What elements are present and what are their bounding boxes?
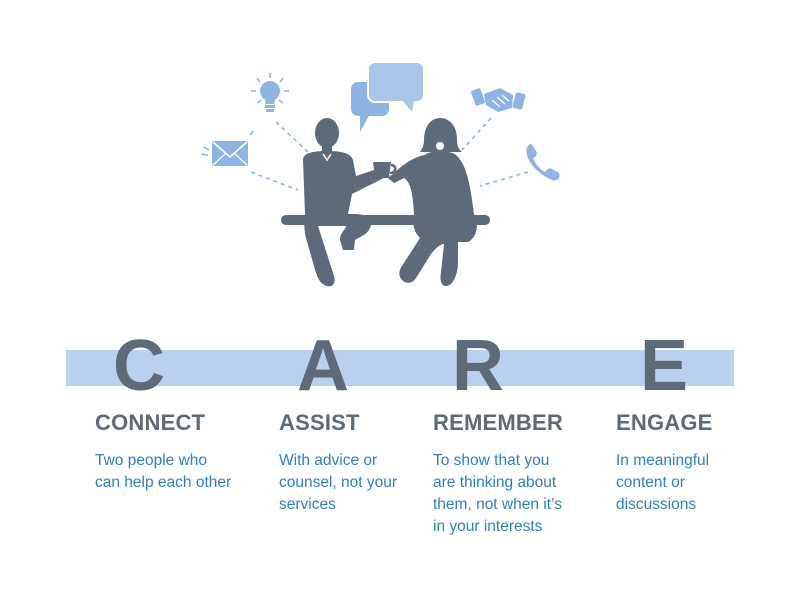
column-title: CONNECT — [95, 410, 206, 435]
care-band — [66, 350, 734, 386]
description-line: content or — [616, 474, 685, 491]
care-letter-c: C — [113, 326, 165, 406]
care-letter-r: R — [452, 326, 504, 406]
column-description: To show that you are thinking about them… — [433, 450, 603, 538]
column-engage: ENGAGE In meaningful content or discussi… — [616, 410, 786, 516]
description-line: Two people who — [95, 452, 208, 469]
column-connect: CONNECT Two people who can help each oth… — [95, 410, 265, 494]
connector-bulb — [275, 121, 309, 153]
connector-email — [250, 171, 299, 191]
care-letter-a: A — [297, 326, 349, 406]
column-description: Two people who can help each other — [95, 450, 265, 494]
care-illustration — [200, 61, 560, 287]
column-title: ASSIST — [279, 410, 360, 435]
column-title: ENGAGE — [616, 410, 713, 435]
column-remember: REMEMBER To show that you are thinking a… — [433, 410, 603, 538]
description-line: can help each other — [95, 474, 232, 491]
description-line: With advice or — [279, 452, 378, 469]
description-line: To show that you — [433, 452, 550, 469]
description-line: In meaningful — [616, 452, 710, 469]
column-title: REMEMBER — [433, 410, 563, 435]
description-line: in your interests — [433, 518, 543, 535]
speech-bubbles-icon — [351, 61, 425, 132]
care-letter-e: E — [639, 326, 689, 406]
description-line: them, not when it’s — [433, 496, 562, 513]
email-icon — [200, 130, 254, 166]
lightbulb-icon — [251, 73, 289, 112]
connector-phone — [479, 171, 529, 187]
description-line: services — [279, 496, 336, 513]
handshake-icon — [471, 88, 526, 112]
man-figure-icon — [303, 118, 384, 287]
connector-handshake — [461, 117, 492, 151]
column-description: With advice or counsel, not your service… — [279, 450, 449, 516]
connector-lines — [250, 117, 529, 191]
description-line: are thinking about — [433, 474, 557, 491]
column-description: In meaningful content or discussions — [616, 450, 786, 516]
column-assist: ASSIST With advice or counsel, not your … — [279, 410, 449, 516]
description-line: discussions — [616, 496, 697, 513]
phone-icon — [526, 143, 560, 181]
description-line: counsel, not your — [279, 474, 398, 491]
coffee-cup-icon — [373, 162, 397, 178]
woman-figure-icon — [388, 118, 477, 286]
